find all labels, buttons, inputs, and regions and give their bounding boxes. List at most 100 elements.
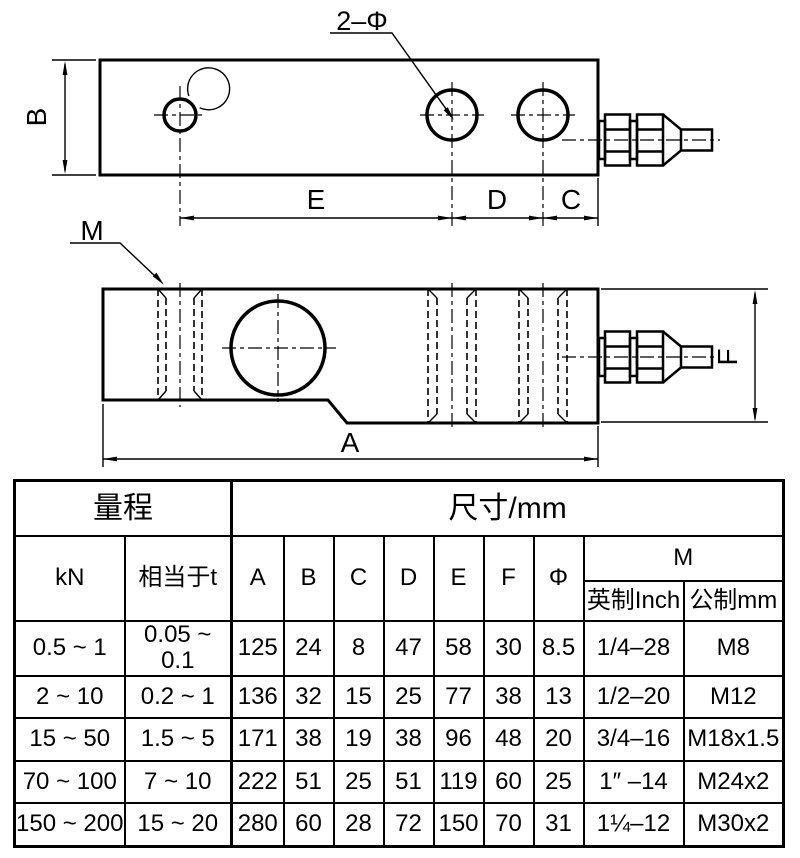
holes-callout-label: 2–Φ	[336, 6, 388, 36]
col-header-a: A	[230, 535, 285, 622]
cell-e: 96	[432, 717, 485, 762]
cell-d: 72	[382, 802, 435, 848]
dim-b-label: B	[21, 108, 52, 127]
top-view-body	[98, 58, 600, 177]
cell-b: 38	[282, 717, 335, 762]
dim-d-label: D	[487, 184, 507, 215]
dims-header: 尺寸/mm	[229, 479, 785, 537]
col-header-metric: 公制mm	[682, 580, 785, 622]
spec-table: 量程 尺寸/mm kN 相当于t A B C D E F Φ M 英制Inch …	[13, 479, 786, 848]
cell-f: 48	[482, 717, 535, 762]
col-header-b: B	[282, 535, 335, 622]
cell-e: 119	[432, 759, 485, 805]
table-row: 15 ~ 50 1.5 ~ 5 171 38 19 38 96 48 20 3/…	[13, 717, 785, 762]
cell-kn: 0.5 ~ 1	[13, 620, 126, 677]
cell-phi: 20	[532, 717, 585, 762]
dim-e-label: E	[307, 184, 326, 215]
center-hole-side-view	[222, 294, 336, 402]
table-row: 0.5 ~ 1 0.05 ~ 0.1 125 24 8 47 58 30 8.5…	[13, 620, 785, 677]
cell-c: 15	[332, 674, 385, 720]
cell-b: 51	[282, 759, 335, 805]
col-header-f: F	[482, 535, 535, 622]
cell-f: 60	[482, 759, 535, 805]
cell-c: 8	[332, 620, 385, 677]
cell-f: 30	[482, 620, 535, 677]
table-row: 150 ~ 200 15 ~ 20 280 60 28 72 150 70 31…	[13, 802, 785, 848]
cell-c: 25	[332, 759, 385, 805]
cell-a: 222	[230, 759, 285, 805]
cell-kn: 150 ~ 200	[13, 802, 126, 848]
side-view-body	[101, 287, 600, 425]
table-header-row-1: 量程 尺寸/mm	[13, 479, 785, 537]
cell-b: 32	[282, 674, 335, 720]
col-header-phi: Φ	[532, 535, 585, 622]
cell-d: 25	[382, 674, 435, 720]
cell-b: 60	[282, 802, 335, 848]
cell-kn: 15 ~ 50	[13, 717, 126, 762]
col-header-m: M	[582, 535, 785, 582]
cell-metric: M8	[682, 620, 785, 677]
side-view-drawing: M A F	[70, 215, 768, 467]
cell-phi: 31	[532, 802, 585, 848]
dim-f-label: F	[712, 348, 743, 365]
cell-metric: M18x1.5	[682, 717, 785, 762]
m-thread-callout: M	[70, 215, 164, 285]
cell-d: 51	[382, 759, 435, 805]
dimension-b: B	[21, 59, 96, 176]
cell-a: 125	[230, 620, 285, 677]
cell-inch: 1¼–12	[582, 802, 685, 848]
col-header-c: C	[332, 535, 385, 622]
cell-c: 28	[332, 802, 385, 848]
cell-b: 24	[282, 620, 335, 677]
holes-callout: 2–Φ	[330, 6, 454, 120]
cell-equiv: 0.05 ~ 0.1	[123, 620, 233, 677]
col-header-e: E	[432, 535, 485, 622]
col-header-equiv-t: 相当于t	[123, 535, 233, 622]
col-header-inch: 英制Inch	[582, 580, 685, 622]
cell-kn: 2 ~ 10	[13, 674, 126, 720]
cell-equiv: 1.5 ~ 5	[123, 717, 233, 762]
cell-kn: 70 ~ 100	[13, 759, 126, 805]
cell-equiv: 15 ~ 20	[123, 802, 233, 848]
cell-d: 47	[382, 620, 435, 677]
dim-c-label: C	[561, 184, 581, 215]
cell-d: 38	[382, 717, 435, 762]
cell-inch: 3/4–16	[582, 717, 685, 762]
leader-arrow-icon	[443, 107, 454, 120]
cell-metric: M24x2	[682, 759, 785, 805]
cell-f: 38	[482, 674, 535, 720]
cable-connector-top-view	[562, 113, 720, 167]
table-header-row-3: 英制Inch 公制mm	[15, 580, 785, 622]
cell-equiv: 7 ~ 10	[123, 759, 233, 805]
load-cell-drawing: 2–Φ B E D C	[21, 6, 768, 467]
cell-e: 77	[432, 674, 485, 720]
mount-thread-hole-1	[427, 283, 477, 431]
cell-inch: 1/4–28	[582, 620, 685, 677]
col-header-kn: kN	[13, 535, 126, 622]
table-row: 70 ~ 100 7 ~ 10 222 51 25 51 119 60 25 1…	[13, 759, 785, 805]
cell-phi: 8.5	[532, 620, 585, 677]
table-header-row-2: kN 相当于t A B C D E F Φ M	[13, 535, 785, 622]
threaded-hole-top-view	[154, 67, 231, 226]
leader-arrow-icon	[152, 272, 164, 285]
cell-inch: 1″ –14	[582, 759, 685, 805]
table-row: 2 ~ 10 0.2 ~ 1 136 32 15 25 77 38 13 1/2…	[13, 674, 785, 720]
m-thread-label: M	[80, 215, 103, 246]
cell-phi: 25	[532, 759, 585, 805]
dim-a-label: A	[341, 427, 360, 458]
range-header: 量程	[13, 479, 233, 537]
cell-c: 19	[332, 717, 385, 762]
cell-f: 70	[482, 802, 535, 848]
cell-a: 136	[230, 674, 285, 720]
col-header-d: D	[382, 535, 435, 622]
dimension-a: A	[102, 404, 599, 467]
cell-metric: M30x2	[682, 802, 785, 848]
cell-e: 150	[432, 802, 485, 848]
cell-inch: 1/2–20	[582, 674, 685, 720]
dimension-f: F	[601, 288, 768, 423]
cell-phi: 13	[532, 674, 585, 720]
cable-connector-side-view	[562, 330, 720, 384]
cell-equiv: 0.2 ~ 1	[123, 674, 233, 720]
cell-a: 171	[230, 717, 285, 762]
